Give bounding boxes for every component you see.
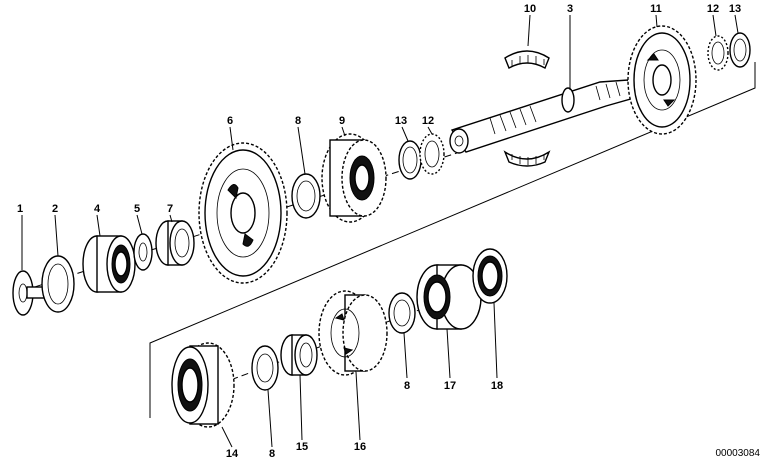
part-15-sleeve [280,334,318,376]
callout-18: 18 [491,380,503,392]
callout-10: 10 [524,3,536,15]
callout-8-lower-right: 8 [404,380,410,392]
part-4-bearing [82,235,136,293]
part-11-gear [627,25,697,135]
reference-number: 00003084 [716,448,761,459]
callout-15: 15 [296,441,308,453]
callout-13-right: 13 [729,3,741,15]
callout-1: 1 [17,203,23,215]
callout-14: 14 [226,448,239,460]
part-14-gear [171,342,235,428]
part-10-needle-cage [503,50,551,167]
part-13-snap-ring-right [729,32,751,68]
part-18-seal [472,248,508,304]
part-2-washer [41,255,75,313]
part-8-washer-lower-left [251,345,279,391]
callout-6: 6 [227,115,233,127]
part-1-cap [12,270,52,316]
callout-11: 11 [650,3,662,15]
part-16-gear [318,290,388,376]
callout-2: 2 [52,203,58,215]
callout-4: 4 [94,203,101,215]
callout-17: 17 [444,380,456,392]
callout-8-upper: 8 [295,115,301,127]
part-3-shaft [449,79,635,154]
part-12-ring-right [707,35,729,71]
lower-shaft-parts [171,248,508,428]
callout-9: 9 [339,115,345,127]
callout-16: 16 [354,441,366,453]
part-9-gear [321,133,387,223]
part-13-snap-ring-left [398,140,422,180]
callout-5: 5 [134,203,140,215]
callout-8-lower-left: 8 [269,448,275,460]
leader-lines [21,14,739,448]
part-8-washer-upper [291,173,321,219]
callout-7: 7 [167,203,173,215]
callout-13-left: 13 [395,115,407,127]
callout-12-right: 12 [707,3,719,15]
part-5-washer [133,233,153,271]
part-17-bearing [416,264,482,330]
part-7-sleeve [155,220,195,266]
part-8-washer-lower-right [388,292,416,334]
callout-3: 3 [567,3,573,15]
upper-shaft-parts [12,25,751,316]
callout-12-left: 12 [422,115,434,127]
callout-labels: 1 2 4 5 7 6 8 9 13 12 10 3 11 12 13 14 8… [17,3,741,460]
part-6-gear [198,142,288,284]
part-12-ring-left [419,133,445,175]
